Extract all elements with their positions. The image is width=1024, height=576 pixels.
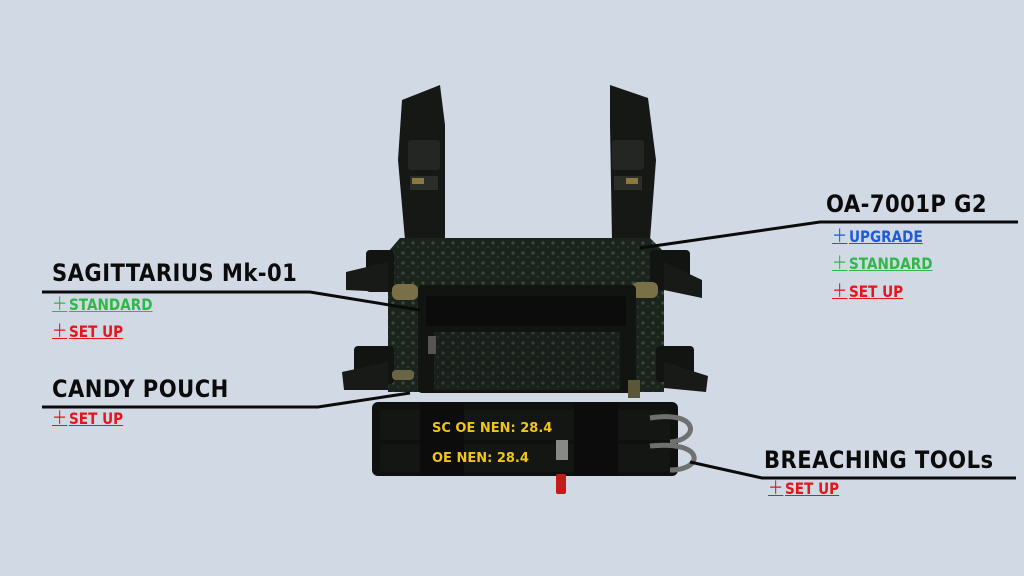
right-shoulder-strap (610, 85, 656, 240)
candy-pouch-title: CANDY POUCH (52, 375, 229, 403)
plus-icon: ＋ (52, 321, 68, 342)
oa-7001p-upgrade-option[interactable]: ＋UPGRADE (832, 226, 923, 247)
breaching-tools-setup-option[interactable]: ＋SET UP (768, 478, 840, 499)
panel-print-1: SC OE NEN: 28.4 (432, 421, 552, 436)
plus-icon: ＋ (768, 478, 784, 499)
sagittarius-standard-option[interactable]: ＋STANDARD (52, 294, 153, 315)
sagittarius-pouch (418, 285, 640, 398)
breaching-tools (649, 414, 697, 473)
plus-icon: ＋ (52, 294, 68, 315)
sagittarius-title: SAGITTARIUS Mk-01 (52, 259, 298, 287)
plus-icon: ＋ (832, 253, 848, 274)
plus-icon: ＋ (832, 226, 848, 247)
panel-print-2: OE NEN: 28.4 (432, 451, 529, 466)
left-shoulder-strap (398, 85, 445, 240)
breaching-tools-title: BREACHING TOOLs (764, 446, 994, 474)
plus-icon: ＋ (832, 281, 848, 302)
candy-pouch: SC OE NEN: 28.4 OE NEN: 28.4 (372, 402, 678, 494)
oa-7001p-standard-option[interactable]: ＋STANDARD (832, 253, 933, 274)
oa-7001p-title: OA-7001P G2 (826, 190, 987, 218)
callout-lines (42, 220, 1018, 480)
sagittarius-setup-option[interactable]: ＋SET UP (52, 321, 124, 342)
oa-7001p-setup-option[interactable]: ＋SET UP (832, 281, 904, 302)
plus-icon: ＋ (52, 408, 68, 429)
candy-pouch-setup-option[interactable]: ＋SET UP (52, 408, 124, 429)
